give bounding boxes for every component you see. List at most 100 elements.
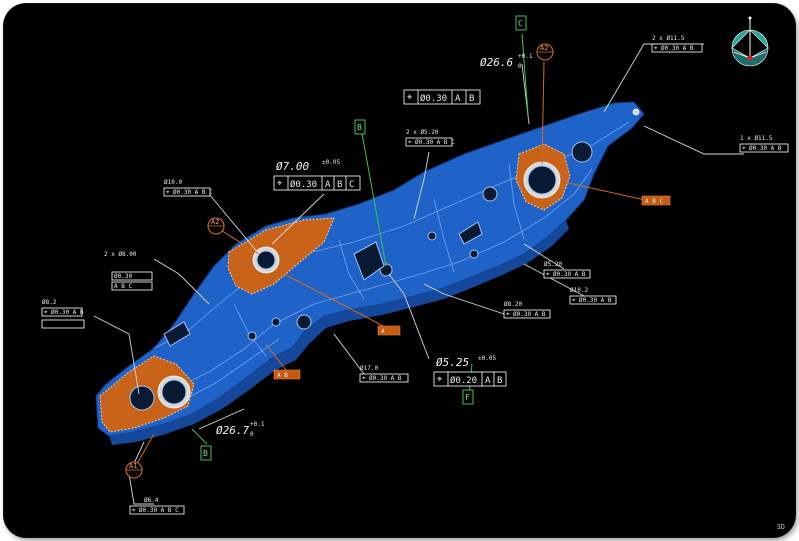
callout-left-lower[interactable]: Ø8.2 ⌖ Ø0.30 A B bbox=[41, 299, 85, 329]
svg-text:F: F bbox=[465, 393, 470, 402]
svg-text:A2: A2 bbox=[211, 218, 219, 226]
svg-text:B: B bbox=[469, 94, 474, 104]
svg-text:Ø10.0: Ø10.0 bbox=[164, 179, 182, 186]
orange-flange-center[interactable] bbox=[227, 217, 335, 295]
hole-left-b-inner bbox=[161, 379, 187, 405]
svg-text:Ø8.2: Ø8.2 bbox=[42, 299, 57, 306]
svg-text:A: A bbox=[381, 328, 385, 335]
svg-text:±0.05: ±0.05 bbox=[478, 355, 496, 362]
callout-mid-top[interactable]: 2 x Ø5.20 ⌖ Ø0.30 A B C bbox=[405, 129, 455, 147]
svg-text:A: A bbox=[325, 180, 331, 190]
svg-text:Ø5.20: Ø5.20 bbox=[544, 261, 562, 268]
datum-b-flag-upper[interactable]: B bbox=[354, 119, 366, 135]
svg-text:A B C: A B C bbox=[114, 283, 132, 290]
svg-text:A2: A2 bbox=[540, 44, 548, 52]
fcf-center-hole[interactable]: ⌖ Ø0.20 A B bbox=[433, 371, 507, 387]
orange-tag-lower-left[interactable]: A B bbox=[273, 369, 301, 380]
svg-text:⌖ Ø0.30 A B C: ⌖ Ø0.30 A B C bbox=[408, 139, 455, 146]
callout-bottom-left[interactable]: Ø6.4 ⌖ Ø0.30 A B C bbox=[129, 497, 185, 515]
callout-right-mid-a[interactable]: Ø5.20 ⌖ Ø0.30 A B bbox=[543, 261, 591, 279]
part-gusset-edge-3 bbox=[508, 163, 525, 240]
svg-text:±0.05: ±0.05 bbox=[322, 159, 340, 166]
svg-text:Ø6.4: Ø6.4 bbox=[144, 497, 159, 504]
svg-text:Ø0.30: Ø0.30 bbox=[114, 273, 132, 280]
hole-center-large-inner bbox=[256, 250, 276, 270]
part-gusset-edge-2 bbox=[433, 198, 455, 273]
hole-lower-mid[interactable] bbox=[296, 314, 312, 330]
svg-text:⌖ Ø0.30 A B: ⌖ Ø0.30 A B bbox=[654, 45, 694, 52]
slot-center[interactable] bbox=[353, 241, 385, 281]
callout-hole-7-00[interactable]: Ø7.00 ±0.05 bbox=[276, 159, 340, 173]
svg-text:Ø8.20: Ø8.20 bbox=[504, 301, 522, 308]
svg-text:+0.1: +0.1 bbox=[518, 53, 533, 60]
hole-small-4[interactable] bbox=[247, 331, 257, 341]
callout-right-end[interactable]: 1 x Ø11.5 ⌖ Ø0.30 A B bbox=[739, 135, 789, 153]
slot-right[interactable] bbox=[458, 221, 483, 245]
callout-right-mid-b[interactable]: Ø8.20 ⌖ Ø0.30 A B bbox=[503, 301, 551, 319]
svg-text:Ø10.2: Ø10.2 bbox=[570, 287, 588, 294]
svg-text:⌖ Ø0.30 A B C: ⌖ Ø0.30 A B C bbox=[166, 189, 213, 196]
datum-f-flag[interactable]: F bbox=[462, 389, 474, 405]
callout-hole-26-6[interactable]: Ø26.6 +0.1 0 bbox=[480, 53, 533, 70]
part-mid-rib-edge bbox=[173, 168, 593, 390]
part-gusset-edge-1 bbox=[338, 239, 365, 300]
orange-tag-lower-center[interactable]: A bbox=[377, 325, 401, 336]
svg-text:Ø26.6: Ø26.6 bbox=[480, 56, 513, 69]
svg-text:⌖ Ø0.30 A B: ⌖ Ø0.30 A B bbox=[742, 145, 782, 152]
svg-text:A1: A1 bbox=[129, 462, 137, 470]
hole-small-3[interactable] bbox=[271, 317, 281, 327]
sheet-metal-bracket-part[interactable] bbox=[95, 101, 645, 445]
svg-text:Ø26.7: Ø26.7 bbox=[216, 424, 249, 437]
view-mode-label: 3D bbox=[776, 523, 785, 531]
svg-text:A: A bbox=[455, 94, 461, 104]
svg-text:Ø5.25: Ø5.25 bbox=[436, 356, 469, 369]
svg-text:Ø0.30: Ø0.30 bbox=[420, 93, 447, 104]
hole-small-1[interactable] bbox=[469, 249, 479, 259]
svg-text:C: C bbox=[518, 19, 523, 28]
svg-text:⌖ Ø0.30 A B: ⌖ Ø0.30 A B bbox=[44, 309, 84, 316]
svg-text:1 x Ø11.5: 1 x Ø11.5 bbox=[740, 135, 773, 142]
view-orientation-compass-icon[interactable] bbox=[731, 16, 769, 67]
hole-small-2[interactable] bbox=[427, 231, 437, 241]
cad-3d-viewport[interactable]: C B B F A2 A2 A1 A B C A A B bbox=[4, 4, 795, 537]
svg-text:0: 0 bbox=[250, 431, 254, 438]
orange-tag-right[interactable]: A B C bbox=[641, 195, 671, 206]
svg-text:2 x Ø8.00: 2 x Ø8.00 bbox=[104, 251, 137, 258]
svg-text:⌖ Ø0.30 A B: ⌖ Ø0.30 A B bbox=[546, 271, 586, 278]
callout-hole-5-25[interactable]: Ø5.25 ±0.05 bbox=[436, 355, 496, 369]
svg-text:2 x Ø11.5: 2 x Ø11.5 bbox=[652, 35, 685, 42]
svg-text:⌖ Ø0.30 A B: ⌖ Ø0.30 A B bbox=[506, 311, 546, 318]
svg-text:2 x Ø5.20: 2 x Ø5.20 bbox=[406, 129, 439, 136]
svg-text:⌖: ⌖ bbox=[437, 375, 442, 385]
datum-target-a1[interactable]: A1 bbox=[125, 461, 143, 479]
datum-c-flag[interactable]: C bbox=[515, 15, 527, 31]
fcf-main-hole[interactable]: ⌖ Ø0.30 A B C bbox=[273, 175, 361, 191]
hole-mid-right[interactable] bbox=[482, 186, 498, 202]
callout-right-mid-c[interactable]: Ø10.2 ⌖ Ø0.30 A B bbox=[569, 287, 617, 305]
datum-target-a2-upper[interactable]: A2 bbox=[536, 43, 554, 61]
hole-right-small[interactable] bbox=[571, 141, 593, 163]
svg-text:Ø0.20: Ø0.20 bbox=[450, 375, 477, 386]
svg-text:Ø17.0: Ø17.0 bbox=[360, 365, 378, 372]
slot-left[interactable] bbox=[163, 321, 191, 347]
datum-target-a2-left[interactable]: A2 bbox=[207, 217, 225, 235]
svg-text:B: B bbox=[497, 376, 502, 386]
cad-viewport-frame: C B B F A2 A2 A1 A B C A A B bbox=[4, 4, 795, 537]
datum-b-flag-lower[interactable]: B bbox=[200, 445, 212, 461]
callout-top-right[interactable]: 2 x Ø11.5 ⌖ Ø0.30 A B bbox=[651, 35, 703, 53]
svg-text:Ø0.30: Ø0.30 bbox=[290, 179, 317, 190]
svg-text:C: C bbox=[349, 180, 354, 190]
svg-text:B: B bbox=[357, 123, 362, 132]
callout-left-top[interactable]: Ø10.0 ⌖ Ø0.30 A B C bbox=[163, 179, 213, 197]
hole-left-a[interactable] bbox=[129, 385, 155, 411]
svg-text:0: 0 bbox=[518, 63, 522, 70]
svg-text:+0.1: +0.1 bbox=[250, 421, 265, 428]
callout-center-low[interactable]: Ø17.0 ⌖ Ø0.30 A B bbox=[359, 365, 409, 383]
leader-lines bbox=[93, 33, 744, 505]
svg-text:⌖ Ø0.30 A B: ⌖ Ø0.30 A B bbox=[362, 375, 402, 382]
hole-tip[interactable] bbox=[632, 108, 640, 116]
fcf-top-center[interactable]: ⌖ Ø0.30 A B bbox=[403, 89, 481, 105]
callout-left-mid[interactable]: 2 x Ø8.00 Ø0.30 A B C bbox=[104, 251, 153, 291]
callout-hole-26-7[interactable]: Ø26.7 +0.1 0 bbox=[216, 421, 265, 438]
svg-text:⌖: ⌖ bbox=[407, 93, 412, 103]
